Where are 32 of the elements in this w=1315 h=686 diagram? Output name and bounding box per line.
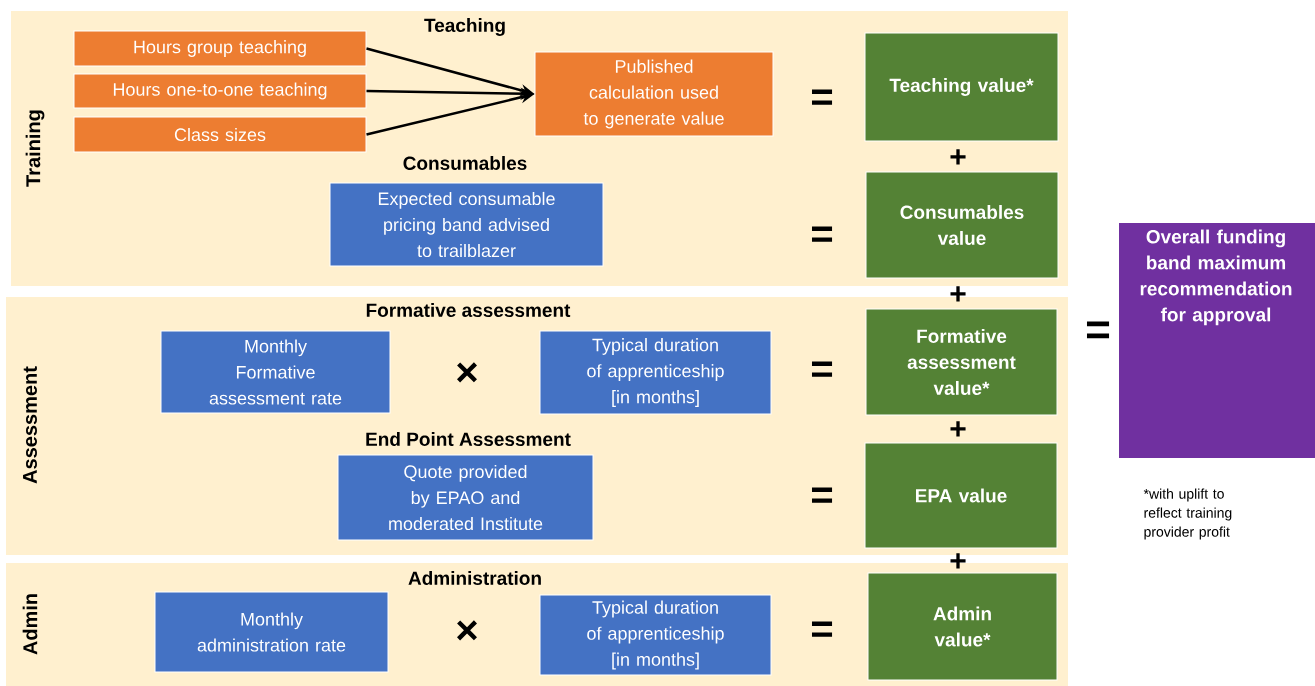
plus-sign: +	[950, 421, 966, 437]
section-heading: Formative assessment	[366, 303, 571, 317]
input-box: Typical duration of apprenticeship [in months]	[539, 594, 772, 676]
input-box: Typical duration of apprenticeship [in months]	[539, 330, 772, 415]
multiply-sign: ×	[457, 362, 477, 383]
equals-sign: =	[812, 226, 833, 242]
equals-sign: =	[1087, 321, 1110, 339]
input-box: Quote provided by EPAO and moderated Institute	[337, 454, 594, 541]
section-heading: Consumables	[403, 156, 527, 170]
equals-sign: =	[812, 361, 833, 377]
multiply-sign: ×	[457, 620, 477, 641]
footnote: *with uplift to reflect training provider profit	[1143, 488, 1232, 540]
value-box: Admin value*	[867, 572, 1058, 681]
input-box: Monthly administration rate	[154, 591, 389, 673]
plus-sign: +	[950, 149, 966, 165]
value-box: Formative assessment value*	[865, 308, 1058, 416]
input-box: Class sizes	[73, 116, 367, 153]
section-heading: Administration	[408, 571, 541, 585]
input-box: Monthly Formative assessment rate	[160, 330, 391, 414]
equals-sign: =	[812, 487, 833, 503]
input-box: Expected consumable pricing band advised to trailblazer	[329, 182, 604, 267]
value-box: EPA value	[864, 442, 1058, 549]
section-heading: End Point Assessment	[366, 432, 571, 446]
result-box: Overall funding band maximum recommendation for approval	[1118, 222, 1315, 459]
section-heading: Teaching	[424, 18, 505, 36]
equals-sign: =	[812, 89, 833, 105]
value-box: Consumables value	[865, 171, 1059, 279]
input-box: Hours one-to-one teaching	[73, 73, 367, 109]
input-box: Published calculation used to generate value	[534, 51, 774, 137]
value-box: Teaching value*	[864, 32, 1059, 142]
equals-sign: =	[812, 621, 833, 637]
input-box: Hours group teaching	[73, 30, 367, 67]
